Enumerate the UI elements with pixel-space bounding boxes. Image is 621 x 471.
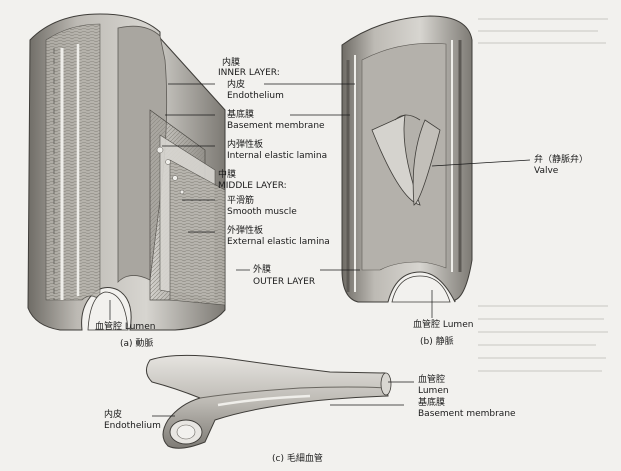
middle-layer-jp-label: 中膜 xyxy=(218,170,236,180)
inner-layer-jp-label: 内膜 xyxy=(222,58,240,68)
capillary-basement-en-label: Basement membrane xyxy=(418,409,516,419)
capillary-endothelium-jp-label: 内皮 xyxy=(104,410,122,420)
caption-c: (c) 毛細血管 xyxy=(272,454,323,464)
valve-jp-label: 弁（静脈弁） xyxy=(534,155,588,165)
capillary-drawing xyxy=(146,355,391,448)
capillary-basement-jp-label: 基底膜 xyxy=(418,398,445,408)
basement-membrane-jp-label: 基底膜 xyxy=(227,110,254,120)
artery-drawing xyxy=(28,14,225,330)
inner-layer-en-label: INNER LAYER: xyxy=(218,68,280,78)
internal-elastic-jp-label: 内弾性板 xyxy=(227,140,263,150)
capillary-endothelium-en-label: Endothelium xyxy=(104,421,161,431)
caption-b: (b) 静脈 xyxy=(420,337,454,347)
capillary-lumen-en-label: Lumen xyxy=(418,386,449,396)
external-elastic-en-label: External elastic lamina xyxy=(227,237,330,247)
basement-membrane-en-label: Basement membrane xyxy=(227,121,325,131)
capillary-lumen-jp-label: 血管腔 xyxy=(418,375,445,385)
internal-elastic-en-label: Internal elastic lamina xyxy=(227,151,327,161)
outer-layer-jp-label: 外膜 xyxy=(253,265,271,275)
endothelium-jp-label: 内皮 xyxy=(227,80,245,90)
smooth-muscle-jp-label: 平滑筋 xyxy=(227,196,254,206)
vein-lumen-label: 血管腔 Lumen xyxy=(413,320,473,330)
middle-layer-en-label: MIDDLE LAYER: xyxy=(218,181,287,191)
outer-layer-en-label: OUTER LAYER xyxy=(253,277,315,287)
endothelium-en-label: Endothelium xyxy=(227,91,284,101)
smooth-muscle-en-label: Smooth muscle xyxy=(227,207,297,217)
artery-lumen-label: 血管腔 Lumen xyxy=(95,322,155,332)
background-text-lines xyxy=(478,18,608,372)
valve-en-label: Valve xyxy=(534,166,558,176)
caption-a: (a) 動脈 xyxy=(120,339,153,349)
external-elastic-jp-label: 外弾性板 xyxy=(227,226,263,236)
vein-drawing xyxy=(342,16,472,302)
